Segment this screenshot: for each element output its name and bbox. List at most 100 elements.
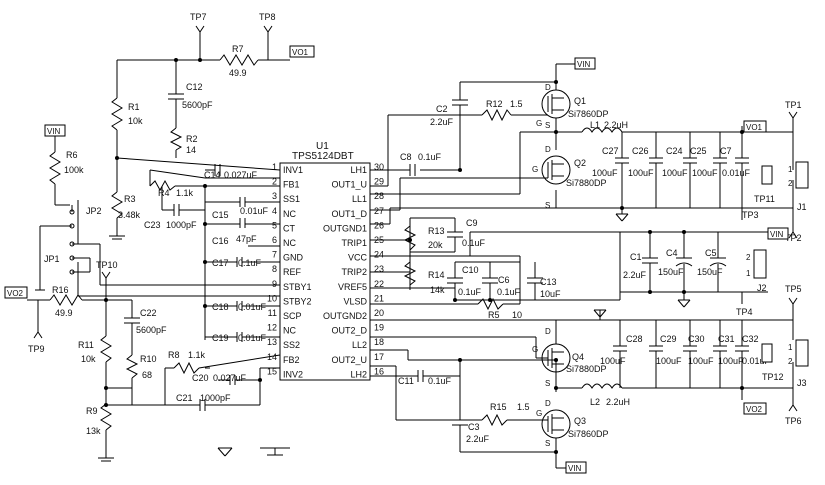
ic-pin-number: 30 [374, 162, 384, 172]
vo2-port-right: VO2 [743, 402, 767, 415]
tp10[interactable]: TP10 [96, 260, 118, 279]
c3-val: 2.2uF [466, 434, 490, 444]
r2-ref: R2 [186, 134, 198, 144]
c18-val: 0.01uF [238, 302, 267, 312]
vin-port-left: VIN [44, 124, 66, 137]
c11-ref: C11 [398, 376, 414, 386]
r3-val: 3.48k [118, 210, 141, 220]
ic-pin-number: 10 [267, 293, 277, 303]
ic-pin-number: 18 [374, 337, 384, 347]
q2-s: S [545, 201, 550, 210]
q3-ref: Q3 [574, 416, 586, 426]
vin-port-top: VIN [574, 57, 596, 70]
jp1-label: JP1 [44, 254, 60, 264]
c26-ref: C26 [632, 146, 649, 156]
j3-connector[interactable]: 1 2 J3 [761, 339, 809, 388]
r5-val: 10 [512, 310, 522, 320]
ic-pin-number: 13 [267, 337, 277, 347]
vo1-port-label: VO1 [292, 48, 309, 57]
c21-ref: C21 [176, 393, 193, 403]
c25-ref: C25 [690, 146, 707, 156]
vin-port-left-label: VIN [47, 127, 61, 136]
ic-pin-number: 2 [272, 177, 277, 187]
ic-pin-number: 19 [374, 323, 384, 333]
j2-connector[interactable]: 2 1 J2 [746, 249, 767, 293]
c14-ref: C14 [204, 170, 221, 180]
vo2-port-right-label: VO2 [746, 405, 763, 414]
c12-val: 5600pF [182, 100, 213, 110]
ic-pin-name: VCC [348, 253, 368, 263]
tp6[interactable]: TP6 [785, 404, 802, 426]
ic-pin-name: GND [283, 253, 304, 263]
c17-val: 0.1uF [238, 258, 262, 268]
ic-pin-name: NC [283, 238, 296, 248]
q2-part: Si7880DP [566, 178, 607, 188]
c29-ref: C29 [660, 334, 677, 344]
ic-pin-number: 26 [374, 220, 384, 230]
c2-ref: C2 [436, 104, 448, 114]
q3-g: G [536, 409, 542, 418]
r9-ref: R9 [86, 406, 98, 416]
c9-ref: C9 [466, 218, 478, 228]
tp1-label: TP1 [785, 100, 802, 110]
c30-val: 100uF [688, 356, 714, 366]
ic-pin-name: LH1 [350, 165, 367, 175]
tp4[interactable]: TP4 [736, 302, 753, 317]
tp4-label: TP4 [736, 307, 753, 317]
vo1-port-right: VO1 [743, 120, 767, 133]
j1-pin2: 2 [788, 179, 793, 188]
j1-connector[interactable]: 1 2 [761, 161, 809, 189]
r11-val: 10k [81, 354, 96, 364]
ic-pin-name: OUTGND2 [323, 311, 367, 321]
c22-ref: C22 [140, 308, 157, 318]
vo1-port-right-label: VO1 [746, 123, 763, 132]
ic-pin-number: 23 [374, 264, 384, 274]
tp3[interactable]: TP3 [741, 208, 759, 220]
ic-pin-name: SS1 [283, 194, 300, 204]
c6-val: 0.1uF [497, 287, 521, 297]
tp2-label: TP2 [785, 233, 802, 243]
c29-val: 100uF [656, 356, 682, 366]
ic-pin-name: VREF5 [338, 282, 367, 292]
tp9-label: TP9 [28, 344, 45, 354]
j2-label: J2 [757, 283, 767, 293]
j1-label: J1 [797, 202, 807, 212]
c3-ref: C3 [468, 422, 480, 432]
c21-val: 1000pF [200, 393, 231, 403]
r13-ref: R13 [428, 226, 445, 236]
ic-pin-number: 1 [272, 162, 277, 172]
ic-pin-number: 8 [272, 264, 277, 274]
tp5-label: TP5 [785, 284, 802, 294]
j2-pin1: 1 [746, 269, 751, 278]
tp5[interactable]: TP5 [785, 284, 802, 305]
ic-pin-number: 20 [374, 308, 384, 318]
j3-label: J3 [797, 378, 807, 388]
ic-pin-name: OUTGND1 [323, 223, 367, 233]
tp2[interactable]: TP2 [785, 231, 802, 243]
c28-ref: C28 [626, 334, 643, 344]
ic-pin-number: 5 [272, 220, 277, 230]
ic-pin-name: LL1 [352, 194, 367, 204]
c8-ref: C8 [400, 152, 412, 162]
ic-pin-name: INV1 [283, 165, 303, 175]
ic-pin-name: LL2 [352, 340, 367, 350]
c5-val: 150uF [697, 267, 723, 277]
tp9[interactable]: TP9 [28, 331, 45, 354]
q4-part: Si7880DP [566, 364, 607, 374]
c27-ref: C27 [602, 146, 619, 156]
q1-part: Si7860DP [568, 109, 609, 119]
ic-pin-name: VLSD [343, 296, 367, 306]
q2: Q2 Si7880DP [536, 155, 607, 188]
c25-val: 100uF [692, 168, 718, 178]
tp1[interactable]: TP1 [785, 100, 802, 119]
tp7[interactable]: TP7 [190, 12, 207, 33]
top-left-network [109, 32, 290, 240]
ic-pin-number: 28 [374, 191, 384, 201]
tp8[interactable]: TP8 [259, 12, 276, 33]
ic-left-caps [203, 197, 280, 342]
ic-pin-name: FB1 [283, 180, 300, 190]
c30-ref: C30 [688, 334, 705, 344]
vin-port-mid-label: VIN [770, 230, 784, 239]
ground-symbols-bottom [217, 447, 290, 457]
c13-ref: C13 [540, 277, 557, 287]
